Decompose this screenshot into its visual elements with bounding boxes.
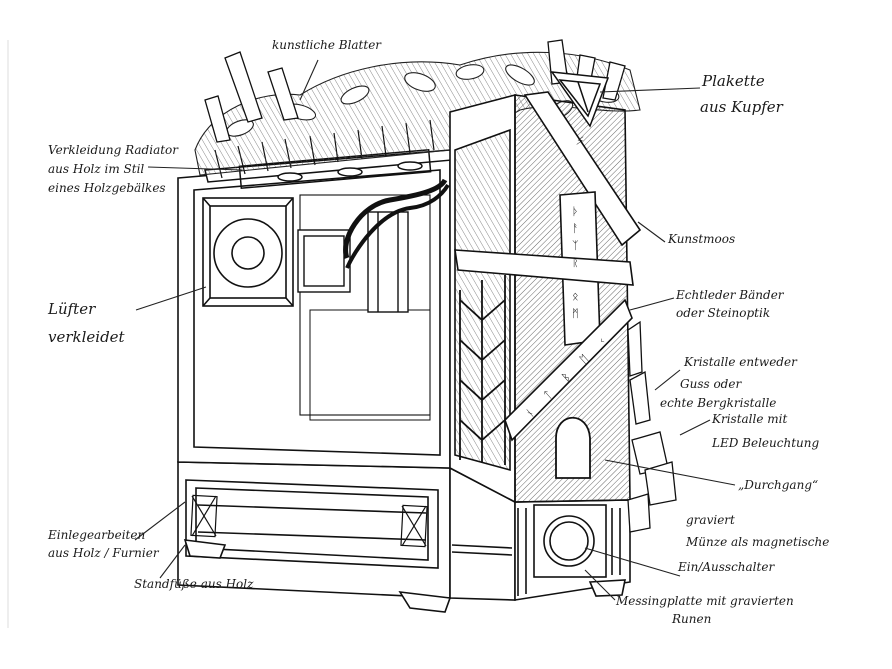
front-panel (449, 93, 631, 504)
wooden-feet (183, 539, 626, 613)
label-radiator-line3: eines Holzgebälkes (48, 181, 166, 195)
label-crystals1-line1: Kristalle entweder (684, 355, 797, 369)
label-coin-line1: graviert (686, 513, 735, 527)
label-brass-line2: Runen (672, 612, 712, 626)
label-crystals2-line1: Kristalle mit (712, 412, 788, 426)
rune-glyph: ᛟ (572, 290, 579, 303)
label-feet: Standfüße aus Holz (134, 577, 254, 591)
label-moss: Kunstmoos (668, 232, 736, 246)
label-leaves: kunstliche Blatter (272, 38, 382, 52)
water-pump (297, 178, 450, 313)
label-crystals1-line3: echte Bergkristalle (660, 396, 777, 410)
annotation-leaders (134, 59, 736, 601)
label-radiator-line2: aus Holz im Stil (48, 162, 145, 176)
passage-doorway (555, 416, 591, 479)
label-bands-line2: oder Steinoptik (676, 306, 771, 320)
rune-glyph: ᚱ (572, 256, 579, 269)
label-inlay-line1: Einlegearbeiten (48, 528, 146, 542)
crystals-side (627, 320, 677, 533)
rune-glyph: ᚨ (572, 222, 579, 235)
copper-plaque (550, 71, 610, 128)
label-plaque-line2: aus Kupfer (700, 98, 783, 116)
leather-bands (454, 91, 642, 442)
fan-cover (202, 197, 294, 307)
rune-glyph: ᛗ (572, 307, 579, 320)
label-coin-line2: Münze als magnetische (686, 535, 830, 549)
label-passage: „Durchgang“ (738, 478, 819, 492)
label-inlay-line2: aus Holz / Furnier (48, 546, 159, 560)
label-fan-line1: Lüfter (48, 300, 96, 318)
inlay-knot-left (190, 494, 218, 538)
inlay-knot-right (400, 504, 428, 548)
label-plaque-line1: Plakette (702, 72, 765, 90)
label-fan-line2: verkleidet (48, 328, 125, 346)
case-base (177, 461, 631, 601)
rune-glyph: ᚦ (572, 205, 579, 218)
label-bands-line1: Echtleder Bänder (676, 288, 784, 302)
label-crystals2-line2: LED Beleuchtung (712, 436, 820, 450)
rune-glyph: ᛉ (572, 239, 579, 252)
label-radiator-line1: Verkleidung Radiator (48, 143, 179, 157)
label-brass-line1: Messingplatte mit gravierten (616, 594, 794, 608)
label-switch: Ein/Ausschalter (678, 560, 775, 574)
label-crystals1-line2: Guss oder (680, 377, 742, 391)
